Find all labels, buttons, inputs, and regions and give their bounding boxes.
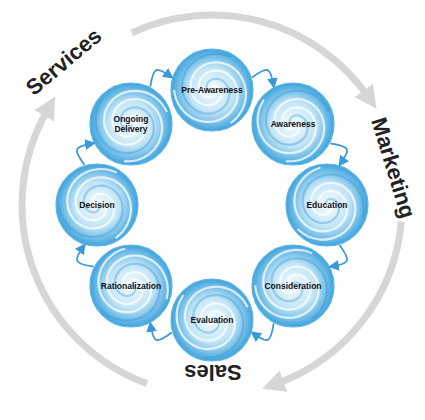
phase-label: Marketing [365, 115, 420, 222]
node-text-box: Evaluation [170, 278, 254, 362]
stage-name: Education [306, 200, 347, 210]
node-text-box: Consideration [251, 244, 335, 328]
cycle-arrow [330, 143, 347, 165]
swirl-stage-node: Awareness [251, 82, 335, 166]
swirl-disc [171, 49, 253, 131]
stage-name: Pre-Awareness [181, 85, 242, 95]
swirl-stroke [255, 267, 319, 318]
swirl-disc [286, 164, 368, 246]
swirl-stage-node: Rationalization [89, 244, 173, 328]
swirl-disc [56, 164, 138, 246]
stage-name: Awareness [271, 119, 316, 129]
cycle-arrow [252, 323, 274, 340]
stage-name: Decision [79, 200, 114, 210]
swirl-stage-node: Evaluation [170, 278, 254, 362]
node-text-box: Pre-Awareness [170, 48, 254, 132]
phase-label: Sales [184, 359, 242, 385]
swirl-disc [252, 245, 334, 327]
swirl-stage-node: Education [285, 163, 369, 247]
node-text-box: Education [285, 163, 369, 247]
swirl-disc [171, 279, 253, 361]
swirl-stroke [67, 169, 116, 228]
stage-name: Rationalization [101, 281, 161, 291]
swirl-stage-node: Ongoing Delivery [89, 82, 173, 166]
cycle-arrow [77, 143, 94, 165]
stage-name: Evaluation [191, 315, 234, 325]
node-text-box: Ongoing Delivery [89, 82, 173, 166]
stage-name: Consideration [264, 281, 321, 291]
stage-name: Ongoing Delivery [100, 114, 162, 134]
node-text-box: Awareness [251, 82, 335, 166]
swirl-stroke [298, 183, 356, 240]
cycle-arrow [330, 245, 347, 267]
swirl-disc [90, 83, 172, 165]
cycle-arrow [252, 70, 274, 87]
swirl-stroke [274, 99, 324, 161]
swirl-stage-node: Pre-Awareness [170, 48, 254, 132]
cycle-arrow [150, 70, 172, 87]
swirl-disc [252, 83, 334, 165]
swirl-stage-node: Decision [55, 163, 139, 247]
cycle-arrow [77, 245, 94, 267]
swirl-stroke [177, 295, 235, 349]
swirl-stroke [98, 248, 151, 312]
node-text-box: Decision [55, 163, 139, 247]
swirl-stage-node: Consideration [251, 244, 335, 328]
cycle-arrow [150, 323, 172, 340]
swirl-disc [90, 245, 172, 327]
node-text-box: Rationalization [89, 244, 173, 328]
phase-label: Services [21, 23, 107, 101]
